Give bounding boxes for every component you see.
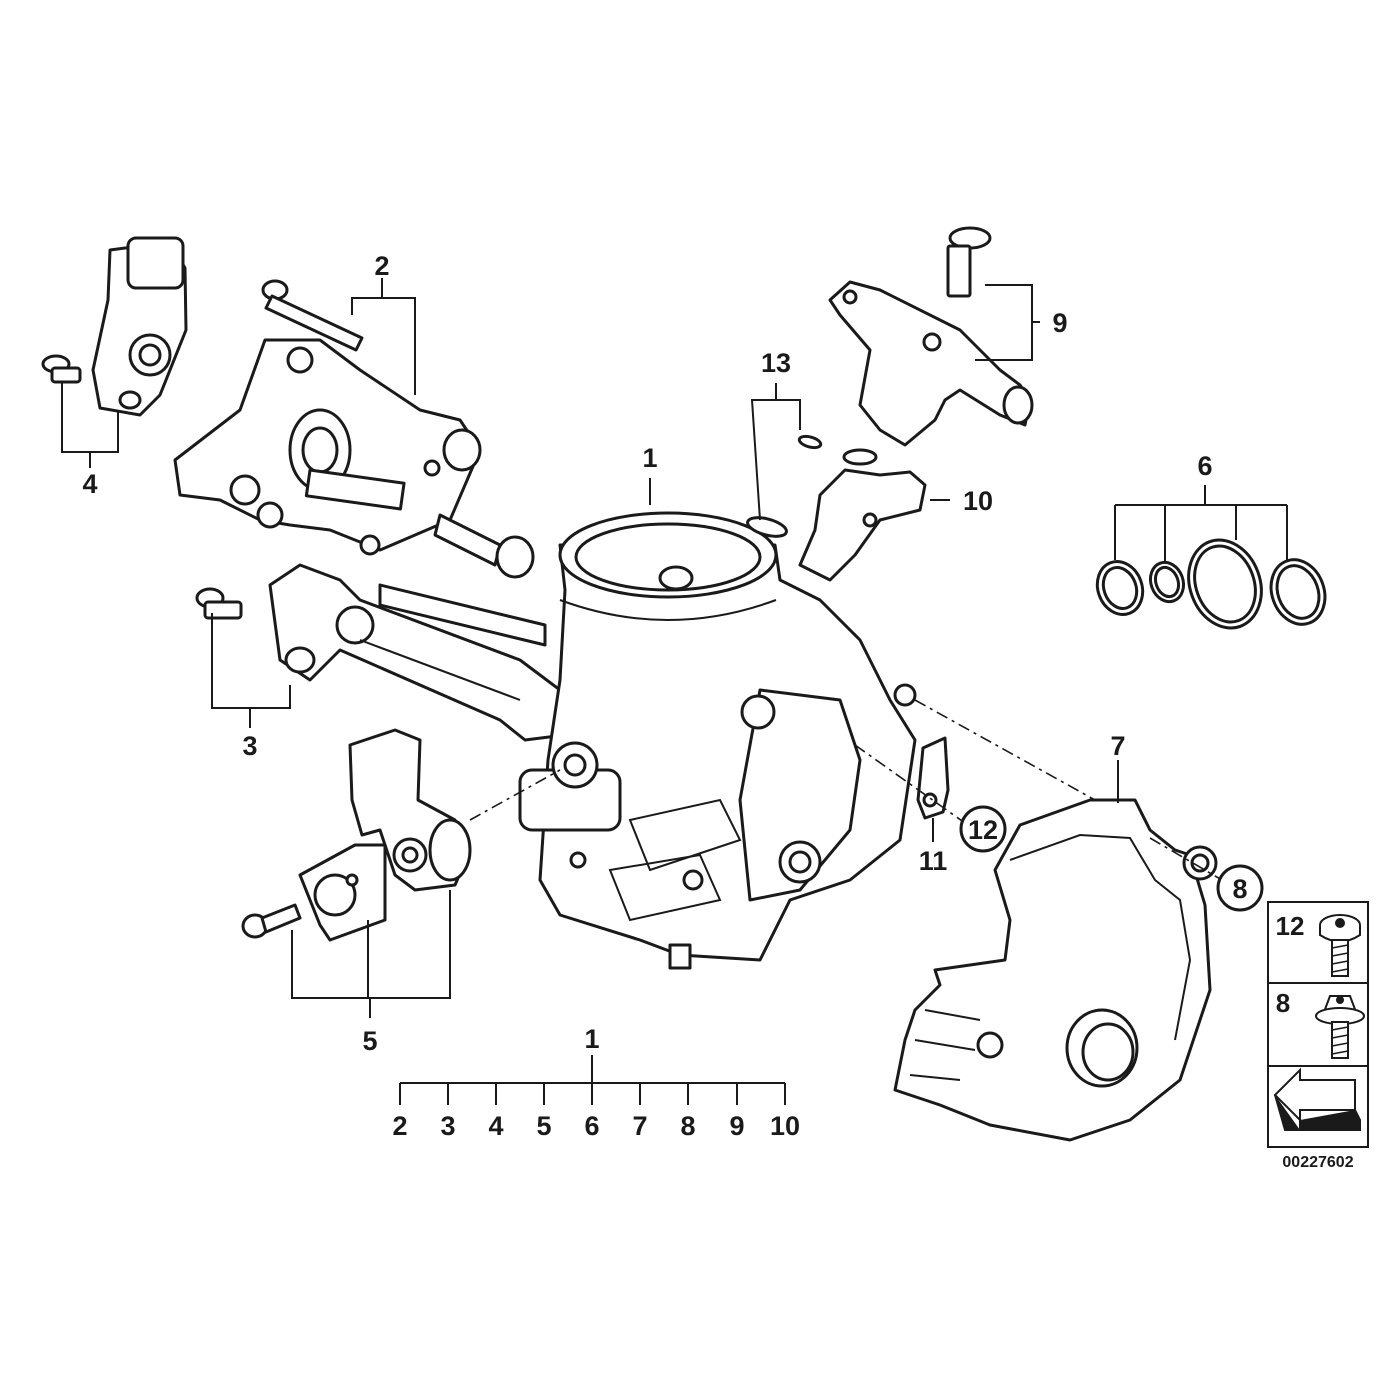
kit-child-number[interactable]: 4 xyxy=(488,1111,503,1141)
part-3-screw[interactable] xyxy=(195,587,243,620)
part-5-sensor[interactable] xyxy=(348,728,472,892)
collar-screw-icon xyxy=(1315,995,1365,1059)
callout-10[interactable]: 10 xyxy=(963,486,993,516)
kit-child-number[interactable]: 8 xyxy=(680,1111,695,1141)
part-7-cover[interactable] xyxy=(893,798,1218,1142)
kit-child-number[interactable]: 7 xyxy=(632,1111,647,1141)
screw-icon xyxy=(1319,914,1361,977)
part-2-bolt[interactable] xyxy=(261,279,364,352)
kit-child-number[interactable]: 5 xyxy=(536,1111,551,1141)
direction-arrow-icon xyxy=(1273,1067,1361,1131)
part-2-housing[interactable] xyxy=(173,338,482,556)
part-3-shaft[interactable] xyxy=(268,563,567,742)
part-6-o-rings[interactable] xyxy=(1090,530,1334,639)
callout-8[interactable]: 8 xyxy=(1232,874,1247,904)
callout-7[interactable]: 7 xyxy=(1110,731,1125,761)
callout-2[interactable]: 2 xyxy=(374,251,389,281)
part-4-throttle-sensor[interactable] xyxy=(91,236,188,417)
kit-child-number[interactable]: 3 xyxy=(440,1111,455,1141)
part-4-screw[interactable] xyxy=(41,354,82,384)
callout-12-circled[interactable]: 12 xyxy=(959,805,1007,853)
alignment-lines xyxy=(469,699,1223,881)
callout-5[interactable]: 5 xyxy=(362,1026,377,1056)
part-1-throttle-body[interactable] xyxy=(433,511,917,970)
legend-label-8: 8 xyxy=(1276,988,1290,1018)
kit-child-number[interactable]: 6 xyxy=(584,1111,599,1141)
callout-3[interactable]: 3 xyxy=(242,731,257,761)
callout-8-circled[interactable]: 8 xyxy=(1216,864,1264,912)
legend-label-12: 12 xyxy=(1276,911,1305,941)
part-9-bolt[interactable] xyxy=(946,226,992,298)
part-11-clip[interactable] xyxy=(916,736,950,820)
fastener-legend: 12 8 xyxy=(1267,901,1369,1148)
part-13-seal[interactable] xyxy=(746,434,823,540)
callout-12[interactable]: 12 xyxy=(968,815,998,845)
kit-child-number[interactable]: 2 xyxy=(392,1111,407,1141)
part-5-screw[interactable] xyxy=(241,903,302,939)
callout-6[interactable]: 6 xyxy=(1197,451,1212,481)
kit-parent-number[interactable]: 1 xyxy=(584,1024,599,1054)
kit-child-number[interactable]: 10 xyxy=(770,1111,800,1141)
diagram-reference-code: 00227602 xyxy=(1282,1154,1353,1171)
callout-4[interactable]: 4 xyxy=(82,469,97,499)
kit-child-number[interactable]: 9 xyxy=(729,1111,744,1141)
callout-1[interactable]: 1 xyxy=(642,443,657,473)
callout-11[interactable]: 11 xyxy=(919,846,948,876)
callout-13[interactable]: 13 xyxy=(761,348,791,378)
part-5-bracket[interactable] xyxy=(298,843,387,942)
kit-children: 2 3 4 5 6 7 8 9 10 xyxy=(392,1111,800,1141)
leader-lines xyxy=(61,278,1288,1105)
part-10-injector[interactable] xyxy=(798,448,927,582)
part-9-fuel-rail[interactable] xyxy=(828,280,1034,447)
callout-9[interactable]: 9 xyxy=(1052,308,1067,338)
